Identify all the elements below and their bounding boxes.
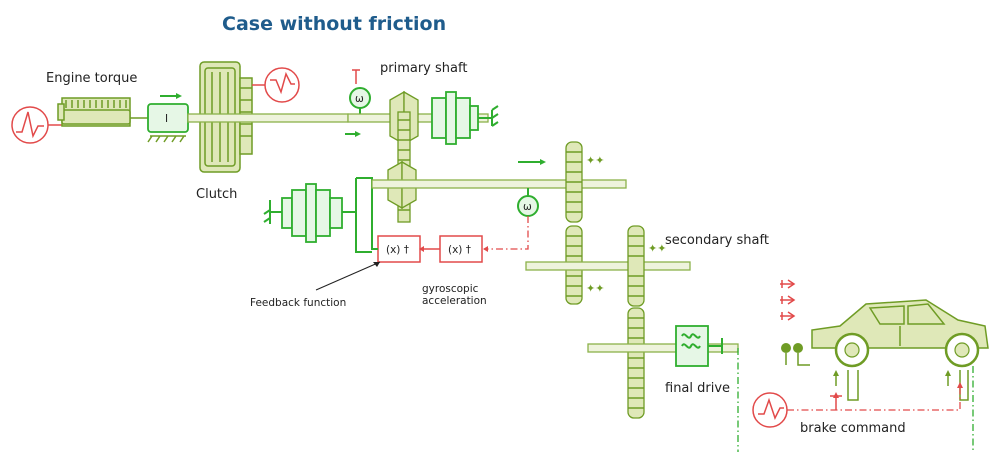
diagram-title: Case without friction bbox=[222, 13, 446, 35]
gyroscopic-acceleration-block: (x) † bbox=[439, 235, 483, 263]
wheel-contact-icon bbox=[781, 343, 810, 366]
rear-brake-icon bbox=[945, 370, 969, 401]
inertia-symbol: I bbox=[165, 113, 168, 125]
svg-text:✦✦: ✦✦ bbox=[586, 282, 604, 295]
brake-command-label: brake command bbox=[800, 421, 906, 436]
sensor-primary-symbol: ω bbox=[355, 93, 364, 105]
speed-sensor-icon: ω bbox=[349, 69, 371, 118]
load-markers-icon bbox=[780, 279, 796, 321]
primary-shaft-label: primary shaft bbox=[380, 61, 467, 76]
gyroscopic-label-line1: gyroscopic bbox=[422, 283, 479, 295]
feedback-block-text: (x) † bbox=[386, 244, 409, 256]
brake-signal-source-icon bbox=[752, 392, 788, 428]
engine-torque-label: Engine torque bbox=[46, 71, 137, 86]
clutch-signal-source-icon bbox=[264, 67, 300, 103]
feedback-function-block: (x) † bbox=[377, 235, 421, 263]
inertia-icon: I bbox=[147, 93, 189, 143]
feedback-function-label: Feedback function bbox=[250, 297, 346, 309]
engine-shaft bbox=[187, 113, 349, 123]
svg-text:✦✦: ✦✦ bbox=[648, 242, 666, 255]
primary-synchronizer-icon bbox=[431, 91, 499, 145]
gyro-block-text: (x) † bbox=[448, 244, 471, 256]
final-drive-label: final drive bbox=[665, 381, 730, 396]
engine-signal-source-icon bbox=[11, 106, 49, 144]
front-brake-icon bbox=[833, 370, 859, 401]
secondary-shaft-gear-icon: ✦✦ bbox=[627, 225, 666, 419]
front-wheel-icon bbox=[834, 332, 870, 368]
svg-text:✦✦: ✦✦ bbox=[586, 154, 604, 167]
secondary-shaft-label: secondary shaft bbox=[665, 233, 769, 248]
gyroscopic-label-line2: acceleration bbox=[422, 295, 487, 307]
sensor-secondary-symbol: ω bbox=[523, 201, 532, 213]
rear-wheel-icon bbox=[944, 332, 980, 368]
secondary-gear-icon: ✦✦ ✦✦ bbox=[565, 141, 604, 305]
final-drive-spring-icon bbox=[675, 325, 723, 367]
clutch-label: Clutch bbox=[196, 187, 237, 202]
engine-torque-block bbox=[57, 97, 131, 127]
secondary-synchronizer-icon bbox=[263, 177, 373, 253]
